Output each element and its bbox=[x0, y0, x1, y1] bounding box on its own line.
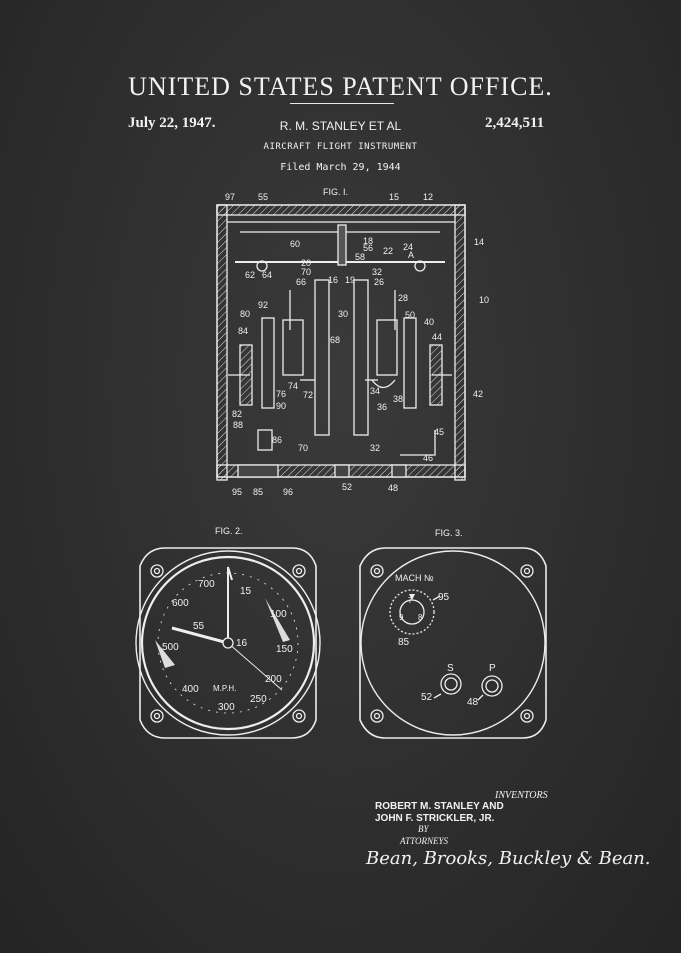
fig1-ref-86: 86 bbox=[272, 435, 282, 445]
fig1-ref-56: 56 bbox=[363, 243, 373, 253]
inventors-label: INVENTORS bbox=[495, 790, 548, 801]
fig3-drawing: FIG. 3. bbox=[359, 528, 547, 739]
fig3-label: FIG. 3. bbox=[435, 528, 463, 538]
speed-150: 150 bbox=[276, 644, 293, 655]
fig1-ref-36: 36 bbox=[377, 402, 387, 412]
ref-85: 85 bbox=[398, 637, 410, 648]
fig1-ref-44: 44 bbox=[432, 332, 442, 342]
fig1-ref-58: 58 bbox=[355, 252, 365, 262]
fig1-ref-85: 85 bbox=[253, 487, 263, 497]
fig3-dial-text: MACH № 95 85 52 48 7 9 8 S P bbox=[395, 573, 496, 708]
fig1-ref-28: 28 bbox=[398, 293, 408, 303]
ref-48: 48 bbox=[467, 697, 479, 708]
speed-250: 250 bbox=[250, 694, 267, 705]
ref-15: 15 bbox=[240, 586, 252, 597]
fig1-drawing: FIG. I. bbox=[216, 187, 466, 481]
fig1-ref-70: 70 bbox=[301, 267, 311, 277]
patent-number: 2,424,511 bbox=[485, 115, 545, 131]
ref-95: 95 bbox=[438, 592, 450, 603]
fig1-ref-80: 80 bbox=[240, 309, 250, 319]
dial-7: 7 bbox=[408, 596, 413, 605]
speed-300: 300 bbox=[218, 702, 235, 713]
fig1-ref-38: 38 bbox=[393, 394, 403, 404]
fig1-ref-95: 95 bbox=[232, 487, 242, 497]
patent-office-heading: UNITED STATES PATENT OFFICE. bbox=[128, 72, 553, 101]
fig1-ref-72: 72 bbox=[303, 390, 313, 400]
fig1-ref-70: 70 bbox=[298, 443, 308, 453]
fig1-ref-40: 40 bbox=[424, 317, 434, 327]
heading-rule bbox=[290, 103, 394, 104]
port-s: S bbox=[447, 663, 454, 674]
fig1-ref-88: 88 bbox=[233, 420, 243, 430]
invention-title: AIRCRAFT FLIGHT INSTRUMENT bbox=[263, 142, 418, 152]
attorneys-label: ATTORNEYS bbox=[400, 836, 449, 846]
fig1-ref-55: 55 bbox=[258, 192, 268, 202]
fig1-ref-64: 64 bbox=[262, 270, 272, 280]
dial-8: 8 bbox=[418, 613, 423, 622]
fig1-ref-12: 12 bbox=[423, 192, 433, 202]
fig1-ref-24: 24 bbox=[403, 242, 413, 252]
fig1-ref-48: 48 bbox=[388, 483, 398, 493]
inventor-name-1: ROBERT M. STANLEY AND bbox=[375, 801, 504, 812]
fig2-drawing: FIG. 2. bbox=[135, 526, 321, 739]
fig1-ref-60: 60 bbox=[290, 239, 300, 249]
fig1-ref-66: 66 bbox=[296, 277, 306, 287]
fig1-ref-26: 26 bbox=[374, 277, 384, 287]
fig1-ref-32: 32 bbox=[370, 443, 380, 453]
fig2-dial-text: 700 600 500 400 300 250 200 150 100 15 5… bbox=[162, 579, 293, 713]
fig1-ref-14: 14 bbox=[474, 237, 484, 247]
fig1-ref-50: 50 bbox=[405, 310, 415, 320]
fig1-label: FIG. I. bbox=[323, 187, 348, 197]
inventors-short: R. M. STANLEY ET AL bbox=[279, 119, 402, 133]
fig1-ref-84: 84 bbox=[238, 326, 248, 336]
fig1-ref-62: 62 bbox=[245, 270, 255, 280]
dial-9: 9 bbox=[399, 613, 404, 622]
speed-100: 100 bbox=[270, 609, 287, 620]
speed-200: 200 bbox=[265, 674, 282, 685]
by-label: BY bbox=[418, 824, 429, 834]
speed-600: 600 bbox=[172, 598, 189, 609]
fig1-ref-10: 10 bbox=[479, 295, 489, 305]
fig1-ref-68: 68 bbox=[330, 335, 340, 345]
fig1-ref-96: 96 bbox=[283, 487, 293, 497]
fig1-ref-97: 97 bbox=[225, 192, 235, 202]
fig1-ref-19: 19 bbox=[345, 275, 355, 285]
ref-55: 55 bbox=[193, 621, 205, 632]
ref-16: 16 bbox=[236, 638, 248, 649]
attorney-signature: Bean, Brooks, Buckley & Bean. bbox=[366, 848, 651, 869]
speed-700: 700 bbox=[198, 579, 215, 590]
ref-52: 52 bbox=[421, 692, 433, 703]
fig1-ref-45: 45 bbox=[434, 427, 444, 437]
fig1-ref-32: 32 bbox=[372, 267, 382, 277]
fig1-ref-46: 46 bbox=[423, 453, 433, 463]
fig1-ref-76: 76 bbox=[276, 389, 286, 399]
port-p: P bbox=[489, 663, 496, 674]
fig1-ref-A: A bbox=[408, 250, 414, 260]
fig1-ref-92: 92 bbox=[258, 300, 268, 310]
mach-label: MACH № bbox=[395, 573, 434, 583]
fig1-ref-18: 18 bbox=[363, 236, 373, 246]
fig1-ref-30: 30 bbox=[338, 309, 348, 319]
speed-400: 400 bbox=[182, 684, 199, 695]
fig1-ref-42: 42 bbox=[473, 389, 483, 399]
inventor-name-2: JOHN F. STRICKLER, JR. bbox=[375, 813, 495, 824]
fig1-ref-52: 52 bbox=[342, 482, 352, 492]
filed-date: Filed March 29, 1944 bbox=[280, 162, 401, 173]
fig1-ref-74: 74 bbox=[288, 381, 298, 391]
fig1-ref-15: 15 bbox=[389, 192, 399, 202]
fig1-ref-34: 34 bbox=[370, 386, 380, 396]
speed-unit: M.P.H. bbox=[213, 684, 236, 693]
fig2-label: FIG. 2. bbox=[215, 526, 243, 536]
speed-500: 500 bbox=[162, 642, 179, 653]
fig1-ref-20: 20 bbox=[301, 258, 311, 268]
fig1-ref-82: 82 bbox=[232, 409, 242, 419]
fig1-ref-16: 16 bbox=[328, 275, 338, 285]
fig1-ref-90: 90 bbox=[276, 401, 286, 411]
patent-date: July 22, 1947. bbox=[128, 115, 216, 131]
fig1-ref-22: 22 bbox=[383, 246, 393, 256]
